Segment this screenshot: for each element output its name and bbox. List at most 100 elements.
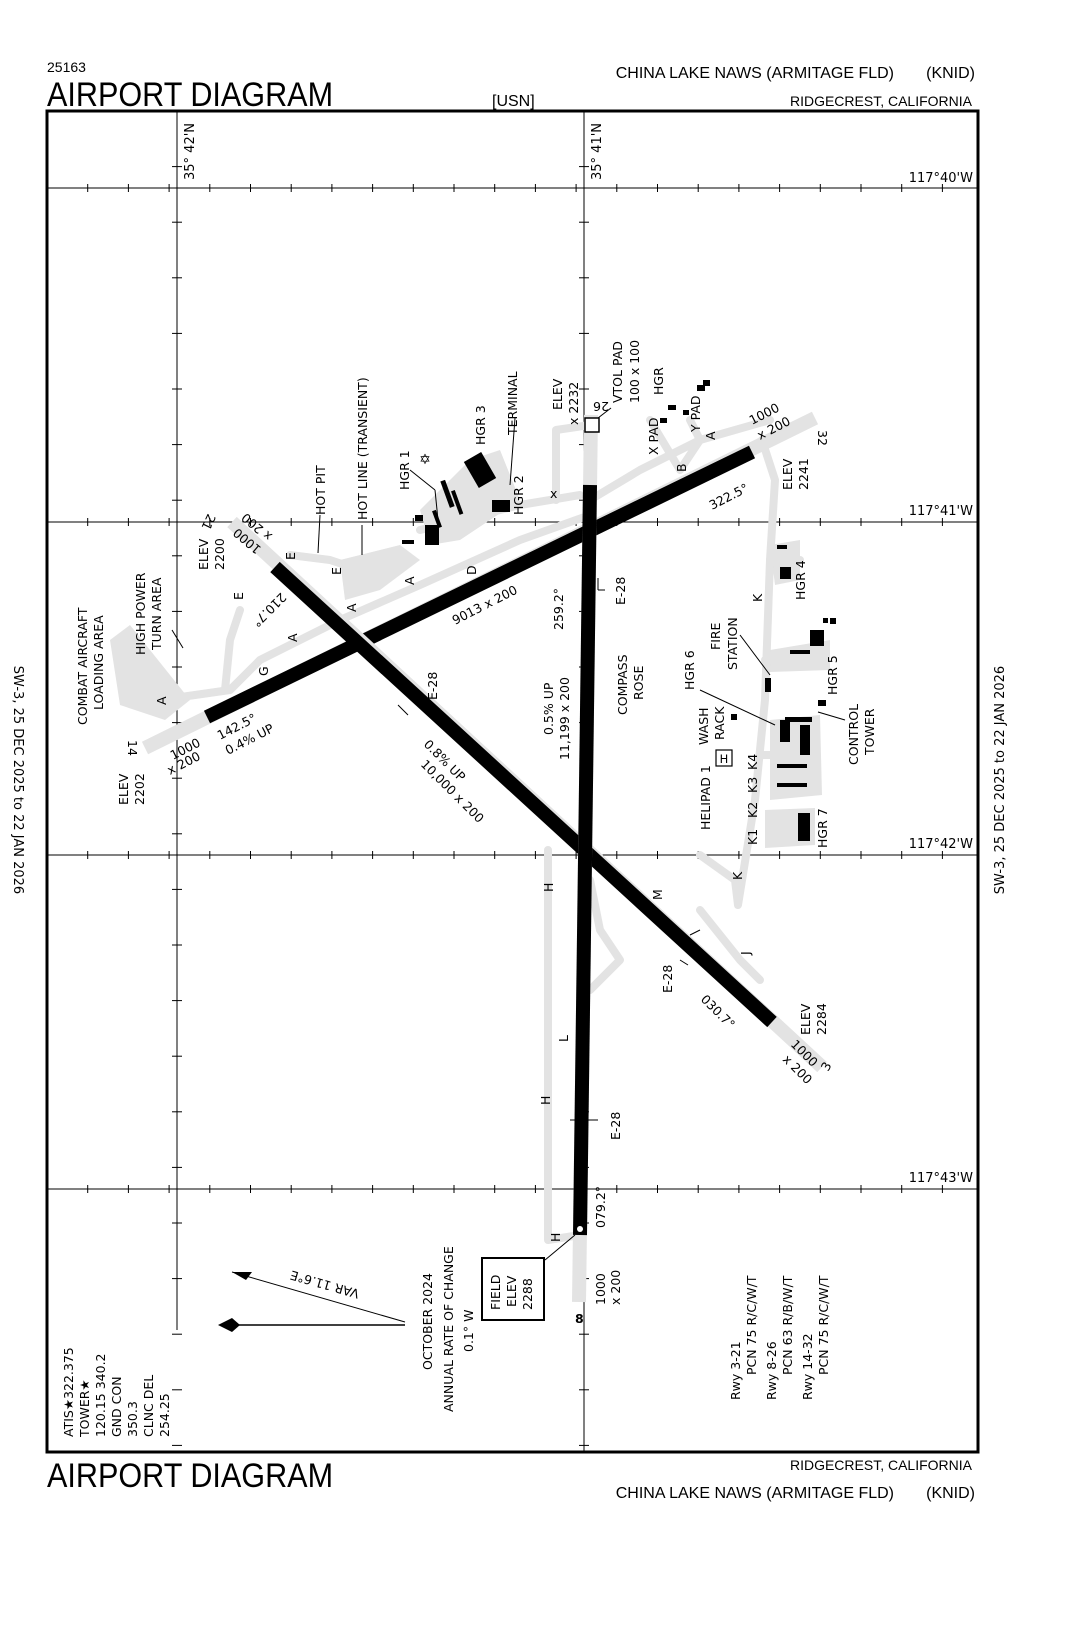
elev-label: ELEV — [550, 378, 565, 410]
taxiway-b-label: B — [674, 463, 689, 472]
taxiway-a-label: A — [703, 431, 718, 440]
control-tower-label-2: TOWER — [862, 708, 877, 756]
combat-area-label: COMBAT AIRCRAFT — [75, 607, 90, 725]
svg-text:CLNC DEL: CLNC DEL — [141, 1375, 156, 1437]
runway-8-26-dims: 11,199 x 200 — [557, 677, 572, 760]
x-pad-label: X PAD — [646, 418, 661, 455]
comm-frequencies: ATIS★322.375 TOWER★ 120.15 340.2 GND CON… — [61, 1347, 172, 1438]
elev-32-label: ELEV — [780, 458, 795, 490]
taxiway-k3-label: K3 — [745, 777, 760, 793]
runway-end-32: 32 — [815, 430, 830, 446]
diagram-frame — [45, 109, 980, 1454]
hgr5-label: HGR 5 — [825, 655, 840, 695]
svg-text:Rwy 3-21: Rwy 3-21 — [728, 1341, 743, 1400]
overrun-8-width: x 200 — [608, 1270, 623, 1305]
taxiway-k2-label: K2 — [745, 802, 760, 818]
fire-station-label: FIRE — [708, 622, 723, 650]
arresting-gear-label: E-28 — [613, 577, 628, 605]
taxiway-k-label: K — [730, 871, 745, 880]
y-pad-label: Y PAD — [688, 395, 703, 433]
heading-21: 210.7° — [249, 590, 289, 630]
leader-lines — [171, 407, 846, 1332]
footer-location: RIDGECREST, CALIFORNIA — [790, 1457, 973, 1473]
runway-end-14: 14 — [125, 740, 140, 756]
lon-label-43: 117°43'W — [909, 1171, 973, 1186]
taxiway-j-label: J — [738, 951, 753, 956]
hot-pit-label: HOT PIT — [313, 465, 328, 515]
hgr1-label: HGR 1 — [397, 450, 412, 490]
hgr2-label: HGR 2 — [511, 475, 526, 515]
taxiway-h-label: H — [541, 883, 556, 892]
taxiway-l-label: L — [556, 1035, 571, 1042]
facility-ident: (KNID) — [926, 65, 975, 82]
elev-3-value: 2284 — [814, 1003, 829, 1035]
arresting-gear-label: E-28 — [660, 965, 675, 993]
elev-21-label: ELEV — [196, 538, 211, 570]
combat-area-label-2: LOADING AREA — [91, 615, 106, 710]
footer-title: AIRPORT DIAGRAM — [47, 1457, 333, 1495]
taxiway-e-label: E — [283, 552, 298, 560]
wash-rack-label-2: RACK — [712, 706, 727, 740]
rate-of-change: 0.1° W — [461, 1310, 476, 1352]
heading-26: 259.2° — [551, 588, 566, 630]
obstacle-mark: x — [550, 486, 557, 501]
hgr6-label: HGR 6 — [682, 650, 697, 690]
runway-end-21: 21 — [199, 512, 219, 533]
location: RIDGECREST, CALIFORNIA — [790, 93, 973, 109]
heading-3: 030.7° — [698, 992, 738, 1032]
svg-text:Rwy 8-26: Rwy 8-26 — [764, 1341, 779, 1400]
compass-rose-label-2: ROSE — [631, 666, 646, 700]
arresting-gear-label: E-28 — [425, 672, 440, 700]
svg-text:TOWER★: TOWER★ — [77, 1379, 92, 1438]
taxiway-a-label: A — [285, 633, 300, 642]
vtol-pad-symbol — [584, 417, 600, 433]
arresting-gear-label: E-28 — [608, 1112, 623, 1140]
beacon-icon: ✡ — [419, 452, 431, 468]
taxiway-a-label: A — [402, 576, 417, 585]
svg-text:ATIS★322.375: ATIS★322.375 — [61, 1347, 76, 1437]
svg-text:PCN 75 R/C/W/T: PCN 75 R/C/W/T — [744, 1275, 759, 1375]
runway-14-32 — [141, 411, 819, 755]
elev-value: x 2232 — [566, 382, 581, 425]
footer-facility: CHINA LAKE NAWS (ARMITAGE FLD) — [616, 1485, 894, 1502]
effective-dates-left: SW-3, 25 DEC 2025 to 22 JAN 2026 — [10, 666, 25, 894]
svg-text:PCN 63 R/B/W/T: PCN 63 R/B/W/T — [780, 1275, 795, 1375]
compass-rose-label: COMPASS — [615, 654, 630, 715]
elev-3-label: ELEV — [798, 1003, 813, 1035]
taxiway-g-label: G — [256, 666, 271, 676]
heading-32: 322.5° — [707, 480, 751, 512]
elev-32-value: 2241 — [796, 458, 811, 490]
elev-14-value: 2202 — [132, 773, 147, 805]
taxiway-m-label: M — [650, 889, 665, 900]
hgr4-label: HGR 4 — [793, 560, 808, 600]
overrun-8-length: 1000 — [593, 1273, 608, 1305]
magnetic-variation: VAR 11.6°E — [288, 1268, 360, 1302]
hot-line-label: HOT LINE (TRANSIENT) — [355, 377, 370, 520]
taxiways — [110, 416, 830, 1244]
svg-text:Rwy 14-32: Rwy 14-32 — [800, 1333, 815, 1400]
svg-text:350.3: 350.3 — [125, 1401, 140, 1437]
lat-label-42: 35° 42'N — [183, 123, 198, 180]
hgr7-label: HGR 7 — [815, 808, 830, 848]
field-elevation: 2288 — [520, 1278, 535, 1310]
high-power-label: HIGH POWER — [133, 572, 148, 655]
taxiway-k1-label: K1 — [745, 829, 760, 845]
vtol-pad-label: VTOL PAD — [610, 341, 625, 403]
rate-of-change-label: ANNUAL RATE OF CHANGE — [441, 1246, 456, 1412]
lon-label-42: 117°42'W — [909, 837, 973, 852]
chart-number: 25163 — [47, 59, 86, 75]
runway-end-26: 26 — [593, 399, 609, 414]
footer-ident: (KNID) — [926, 1485, 975, 1502]
taxiway-a-label: A — [154, 696, 169, 705]
elev-21-value: 2200 — [212, 538, 227, 570]
elev-14-label: ELEV — [116, 773, 131, 805]
runway-8-26 — [572, 414, 598, 1303]
field-elev-label-2: ELEV — [504, 1275, 519, 1307]
control-tower-label: CONTROL — [846, 704, 861, 765]
lon-label-40: 117°40'W — [909, 171, 973, 186]
taxiway-e-label: E — [231, 592, 246, 600]
helipad-symbol: H — [715, 749, 733, 767]
vtol-pad-size: 100 x 100 — [627, 340, 642, 403]
taxiway-d-label: D — [464, 565, 479, 575]
